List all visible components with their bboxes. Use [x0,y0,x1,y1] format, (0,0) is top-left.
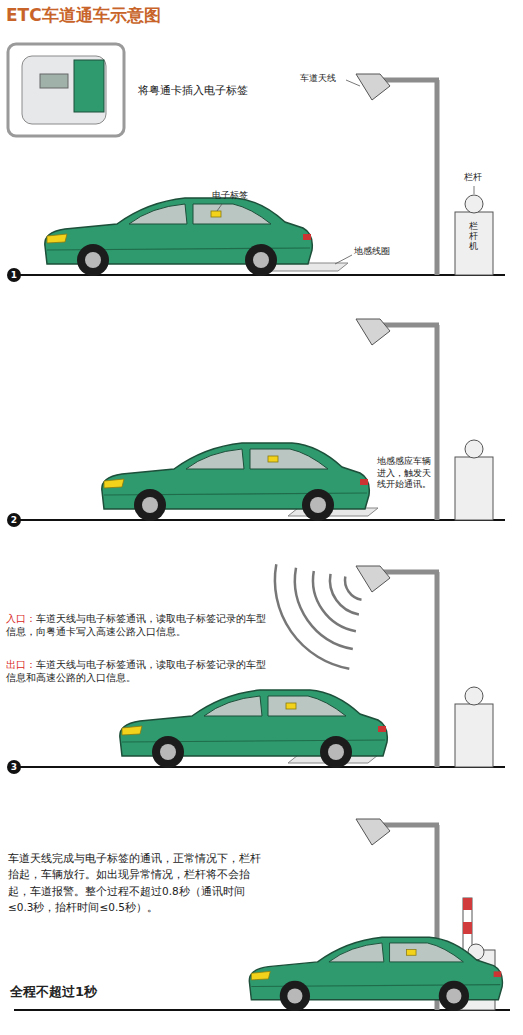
yuetong-card [74,60,104,112]
part-label: 栏杆 [464,172,482,184]
leader-line [474,186,475,194]
callout-number: 3 [11,763,17,772]
note-text: 车道天线完成与电子标签的通讯，正常情况下，栏杆抬起，车辆放行。如出现异常情况，栏… [8,850,270,915]
summary-text: 全程不超过1秒 [10,984,97,1001]
part-label: 栏杆机 [469,222,478,252]
note-text: 车道天线与电子标签通讯，读取电子标签记录的车型信息，向粤通卡写入高速公路入口信息… [6,612,268,638]
lane-3 [7,566,505,774]
callout-number: 2 [11,516,17,525]
car [102,443,369,521]
part-label: 车道天线 [300,73,336,85]
note-text: 车道天线与电子标签通讯，读取电子标签记录的车型信息和高速公路的入口信息。 [6,658,268,684]
signal-waves [275,564,362,668]
note-text: 地感感应车辆进入，触发天线开始通讯。 [377,456,437,491]
lane-2 [7,319,505,527]
leader-line [335,255,352,264]
tag-device [22,56,106,124]
diagram-title: ETC车道通车示意图 [6,4,161,26]
part-label: 地感线圈 [354,246,390,258]
car [249,937,502,1011]
lane-1 [7,74,505,282]
tag-screen [40,74,68,88]
part-label: 电子标签 [212,190,248,202]
leader-line [346,80,360,86]
car [45,198,312,276]
card-frame [8,44,124,136]
car [120,690,387,768]
note-prefix: 出口： [6,658,36,671]
leader-line [217,204,222,211]
callout-number: 1 [11,271,17,280]
caption-text: 将粤通卡插入电子标签 [138,84,248,98]
note-prefix: 入口： [6,612,36,625]
